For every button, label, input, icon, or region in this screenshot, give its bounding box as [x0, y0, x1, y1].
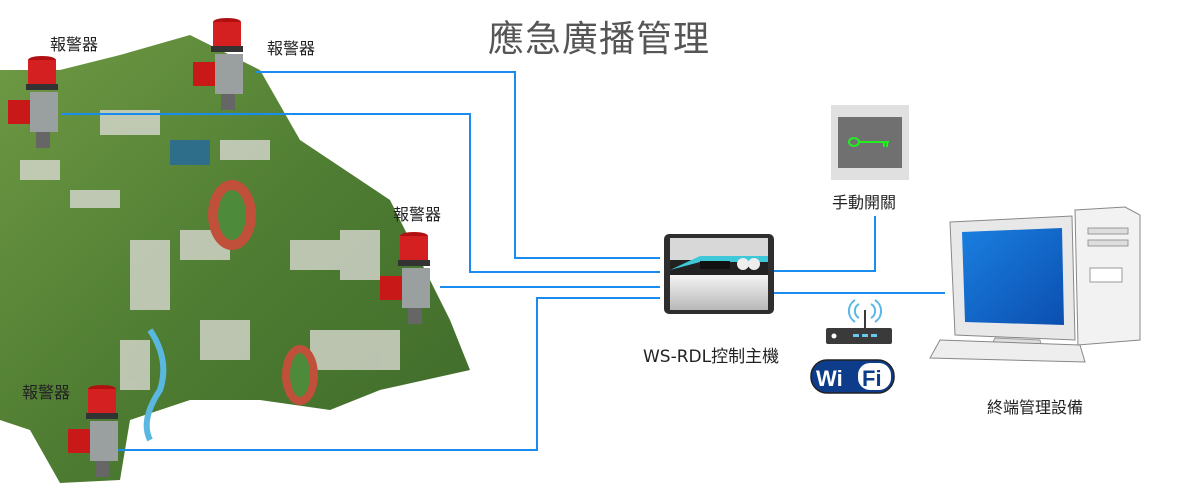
track-field-infield: [290, 353, 310, 397]
wifi-logo: Wi Fi: [810, 359, 895, 394]
connection-line: [255, 71, 660, 259]
track-field-infield: [218, 190, 246, 240]
manual-switch-label: 手動開關: [832, 193, 897, 212]
svg-text:Wi: Wi: [816, 366, 843, 391]
connection-lines: [62, 71, 945, 451]
terminal-label: 終端管理設備: [987, 398, 1084, 417]
key-switch-icon: [831, 105, 909, 180]
campus-map: [0, 35, 470, 483]
connection-line: [62, 113, 660, 273]
alarm-label: 報警器: [22, 383, 71, 402]
svg-text:Fi: Fi: [862, 366, 882, 391]
connection-line: [118, 297, 660, 451]
wifi-router-icon: [826, 299, 892, 344]
controller-device-icon: [664, 234, 774, 314]
tennis-courts: [170, 140, 210, 165]
map-buildings: [20, 110, 400, 390]
lake: [143, 328, 167, 442]
alarm-label: 報警器: [50, 35, 99, 54]
alarm-label: 報警器: [267, 39, 316, 58]
controller-label: WS-RDL控制主機: [643, 347, 780, 367]
page-title: 應急廣播管理: [488, 19, 711, 60]
alarm-label: 報警器: [393, 205, 442, 224]
connection-line: [773, 216, 876, 272]
terminal-computer-icon: [929, 206, 1141, 363]
